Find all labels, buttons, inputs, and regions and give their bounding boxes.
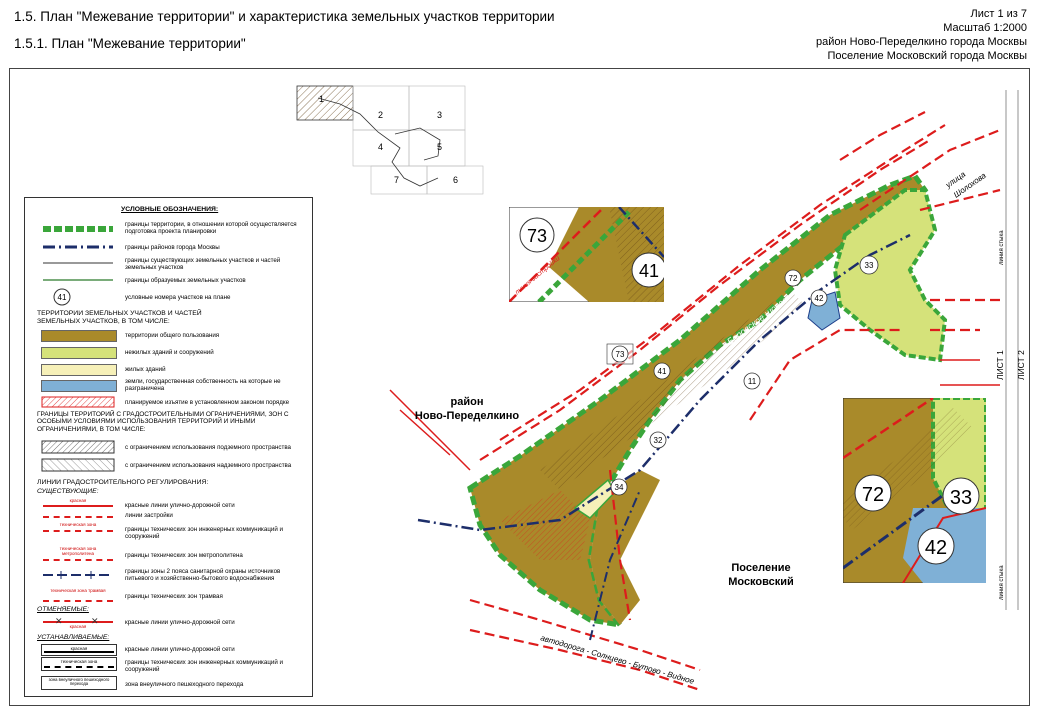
- inset1-label-41: 41: [639, 261, 659, 281]
- settlement-name-line2: Московский: [728, 576, 794, 588]
- legend-item: линии застройки: [25, 510, 312, 526]
- parcel-34-label: 34: [615, 483, 624, 492]
- legend-item: нежилых зданий и сооружений: [25, 345, 312, 361]
- scale-label: Масштаб 1:2000: [943, 22, 1027, 34]
- map-frame: [9, 68, 1030, 706]
- parcel-41-label: 41: [658, 367, 667, 376]
- sheet-number: Лист 1 из 7: [970, 8, 1028, 20]
- district-boundary: [417, 233, 911, 532]
- legend-item: 41 условные номера участков на плане: [25, 288, 312, 306]
- legend-item: планируемое изъятие в установленном зако…: [25, 395, 312, 411]
- legend-item: территории общего пользования: [25, 328, 312, 344]
- index-label-4: 4: [378, 142, 383, 152]
- index-label-2: 2: [378, 110, 383, 120]
- legend-item: техническая зона границы технических зон…: [25, 657, 312, 675]
- legend-item: жилых зданий: [25, 362, 312, 378]
- parcel-33-label: 33: [865, 261, 874, 270]
- legend-sub-new: УСТАНАВЛИВАЕМЫЕ:: [37, 634, 110, 641]
- legend-item: земли, государственная собственность на …: [25, 378, 312, 394]
- settlement-name-line1: Поселение: [731, 562, 790, 574]
- page-subtitle: 1.5.1. План "Межевание территории": [14, 36, 246, 51]
- index-label-1: 1: [319, 94, 324, 104]
- legend-item: границы районов города Москвы: [43, 244, 220, 251]
- inset1-label-73: 73: [527, 226, 547, 246]
- legend-item: зона внеуличного пешеходного перехода зо…: [25, 676, 312, 694]
- parcel-42-label: 42: [815, 294, 824, 303]
- legend-item: с ограничением использования подземного …: [25, 440, 312, 456]
- inset-73-41: линия застройки 73 41: [509, 207, 664, 302]
- index-cell-1: [296, 85, 354, 121]
- legend-item: техническая зона метрополитена границы т…: [25, 546, 312, 566]
- parcel-markers: 33 41 42 72 73 11 32 34: [606, 255, 879, 496]
- district-name-line2: Ново-Переделкино: [415, 410, 520, 422]
- svg-text:41: 41: [58, 293, 67, 302]
- index-label-3: 3: [437, 110, 442, 120]
- legend-item: границы образуемых земельных участков: [43, 277, 246, 284]
- legend-sub-cancel: ОТМЕНЯЕМЫЕ:: [37, 606, 89, 613]
- legend-item: техническая зона трамвая границы техниче…: [25, 588, 312, 606]
- legend-item: техническая зона границы технических зон…: [25, 522, 312, 544]
- inset-72-33-42: 72 33 42: [843, 398, 986, 583]
- parcel-32-label: 32: [654, 436, 663, 445]
- legend-item: ✕✕красная красные линии улично-дорожной …: [25, 616, 312, 632]
- red-solid-lines: [389, 359, 1000, 471]
- index-map: 1 2 3 4 5 7 6: [296, 85, 484, 195]
- legend-item: границы существующих земельных участков …: [43, 257, 281, 272]
- legend-section-territories: ТЕРРИТОРИИ ЗЕМЕЛЬНЫХ УЧАСТКОВ И ЧАСТЕЙ З…: [37, 310, 202, 325]
- legend-section-lines: ЛИНИИ ГРАДОСТРОИТЕЛЬНОГО РЕГУЛИРОВАНИЯ:: [37, 479, 209, 486]
- stitch-line-label-2: линия стыка: [999, 565, 1005, 600]
- legend-item: красная красные линии улично-дорожной се…: [25, 498, 312, 514]
- legend-item: границы территории, в отношении которой …: [43, 221, 297, 236]
- legend-sub-existing: СУЩЕСТВУЮЩИЕ:: [37, 488, 99, 495]
- stitch-line-label-1: линия стыка: [999, 230, 1005, 265]
- sheet-1-label: ЛИСТ 1: [995, 350, 1005, 380]
- inset2-label-72: 72: [862, 484, 884, 506]
- legend-section-restrictions: ГРАНИЦЫ ТЕРРИТОРИЙ С ГРАДОСТРОИТЕЛЬНЫМИ …: [37, 411, 289, 433]
- legend-item: границы зоны 2 пояса санитарной охраны и…: [43, 568, 281, 583]
- sheet-2-label: ЛИСТ 2: [1016, 350, 1026, 380]
- inset2-label-42: 42: [925, 537, 947, 559]
- legend-title: УСЛОВНЫЕ ОБОЗНАЧЕНИЯ:: [121, 206, 219, 213]
- red-lines: [469, 111, 1001, 692]
- legend: УСЛОВНЫЕ ОБОЗНАЧЕНИЯ: границы территории…: [24, 197, 313, 697]
- index-label-7: 7: [394, 175, 399, 185]
- legend-item: с ограничением использования надземного …: [25, 458, 312, 474]
- legend-item: красная красные линии улично-дорожной се…: [25, 644, 312, 660]
- parcel-33-area: [832, 188, 948, 363]
- parcel-72-label: 72: [789, 274, 798, 283]
- parcel-73-label: 73: [616, 350, 625, 359]
- index-label-6: 6: [453, 175, 458, 185]
- index-label-5: 5: [437, 142, 442, 152]
- district-name-line1: район: [451, 396, 484, 408]
- parcel-11-label: 11: [748, 377, 757, 386]
- inset2-label-33: 33: [950, 487, 972, 509]
- page-title: 1.5. План "Межевание территории" и харак…: [14, 9, 555, 24]
- settlement-label: Поселение Московский города Москвы: [827, 50, 1027, 62]
- district-label: район Ново-Переделкино города Москвы: [816, 36, 1027, 48]
